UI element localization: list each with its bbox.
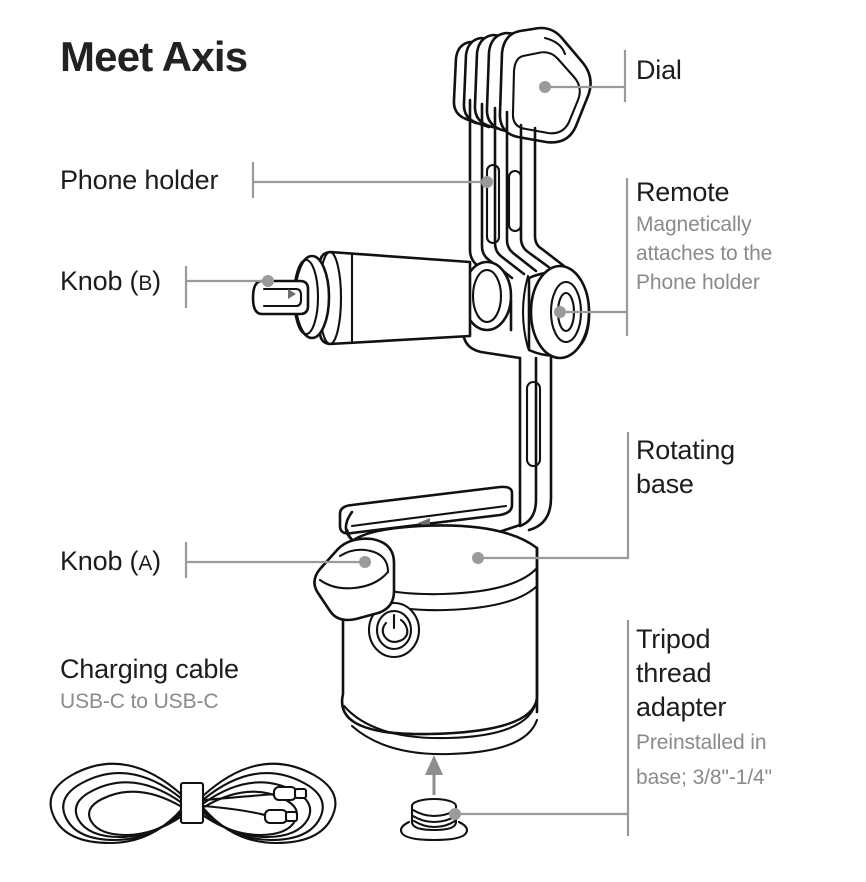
- leader-dot-tripod-adapter: [449, 808, 461, 820]
- callout-tripod-adapter-label: Tripod thread adapter: [636, 624, 727, 722]
- leader-lines: [184, 50, 630, 836]
- callout-knob-b: Knob (B): [60, 264, 161, 301]
- charging-cable-illustration: [49, 762, 337, 845]
- callout-phone-holder: Phone holder: [60, 163, 218, 197]
- leader-dot-knob-a: [359, 556, 371, 568]
- knob-a-part: [313, 537, 396, 622]
- page-title: Meet Axis: [60, 33, 248, 80]
- usbc-connector-2: [263, 808, 299, 825]
- callout-rotating-base: Rotating base: [636, 433, 735, 501]
- knob-b-prefix: Knob (: [60, 266, 139, 296]
- callout-tripod-adapter: Tripod thread adapter Preinstalled in ba…: [636, 622, 772, 795]
- callout-remote-label: Remote: [636, 177, 730, 207]
- dial-assembly: [452, 26, 592, 144]
- leader-dot-phone-holder: [481, 176, 493, 188]
- callout-tripod-adapter-description: Preinstalled in base; 3/8"-1/4": [636, 731, 772, 789]
- knob-b-letter: B: [138, 272, 153, 295]
- knob-a-suffix: ): [152, 546, 161, 576]
- phone-holder: [251, 250, 472, 346]
- callout-remote: Remote Magnetically attaches to the Phon…: [636, 175, 772, 297]
- callout-knob-b-label: Knob (B): [60, 264, 161, 301]
- leader-dot-dial: [539, 81, 551, 93]
- rotating-base: [313, 485, 539, 756]
- knob-a-prefix: Knob (: [60, 546, 139, 576]
- lower-arm: [485, 354, 553, 538]
- knob-b-suffix: ): [152, 266, 161, 296]
- callout-knob-a-label: Knob (A): [60, 544, 161, 581]
- power-button[interactable]: [367, 601, 421, 659]
- callout-charging-cable-description: USB-C to USB-C: [60, 690, 219, 713]
- leader-dot-remote: [554, 306, 566, 318]
- callout-remote-description: Magnetically attaches to the Phone holde…: [636, 213, 773, 294]
- callout-charging-cable-label: Charging cable: [60, 654, 239, 684]
- leader-dot-rotating-base: [472, 552, 484, 564]
- callout-dial: Dial: [636, 53, 682, 87]
- callout-knob-a: Knob (A): [60, 544, 161, 581]
- usbc-connector-1: [272, 785, 308, 802]
- tripod-thread-adapter: [399, 755, 469, 842]
- knob-a-letter: A: [138, 552, 153, 575]
- upper-arm: [461, 98, 566, 360]
- callout-phone-holder-label: Phone holder: [60, 165, 219, 195]
- power-icon: [381, 618, 409, 643]
- callout-rotating-base-label: Rotating base: [636, 435, 735, 499]
- triangle-right-icon: [288, 289, 296, 299]
- callout-charging-cable: Charging cable USB-C to USB-C: [60, 652, 239, 716]
- leader-dot-knob-b: [262, 275, 274, 287]
- callout-dial-label: Dial: [636, 55, 682, 85]
